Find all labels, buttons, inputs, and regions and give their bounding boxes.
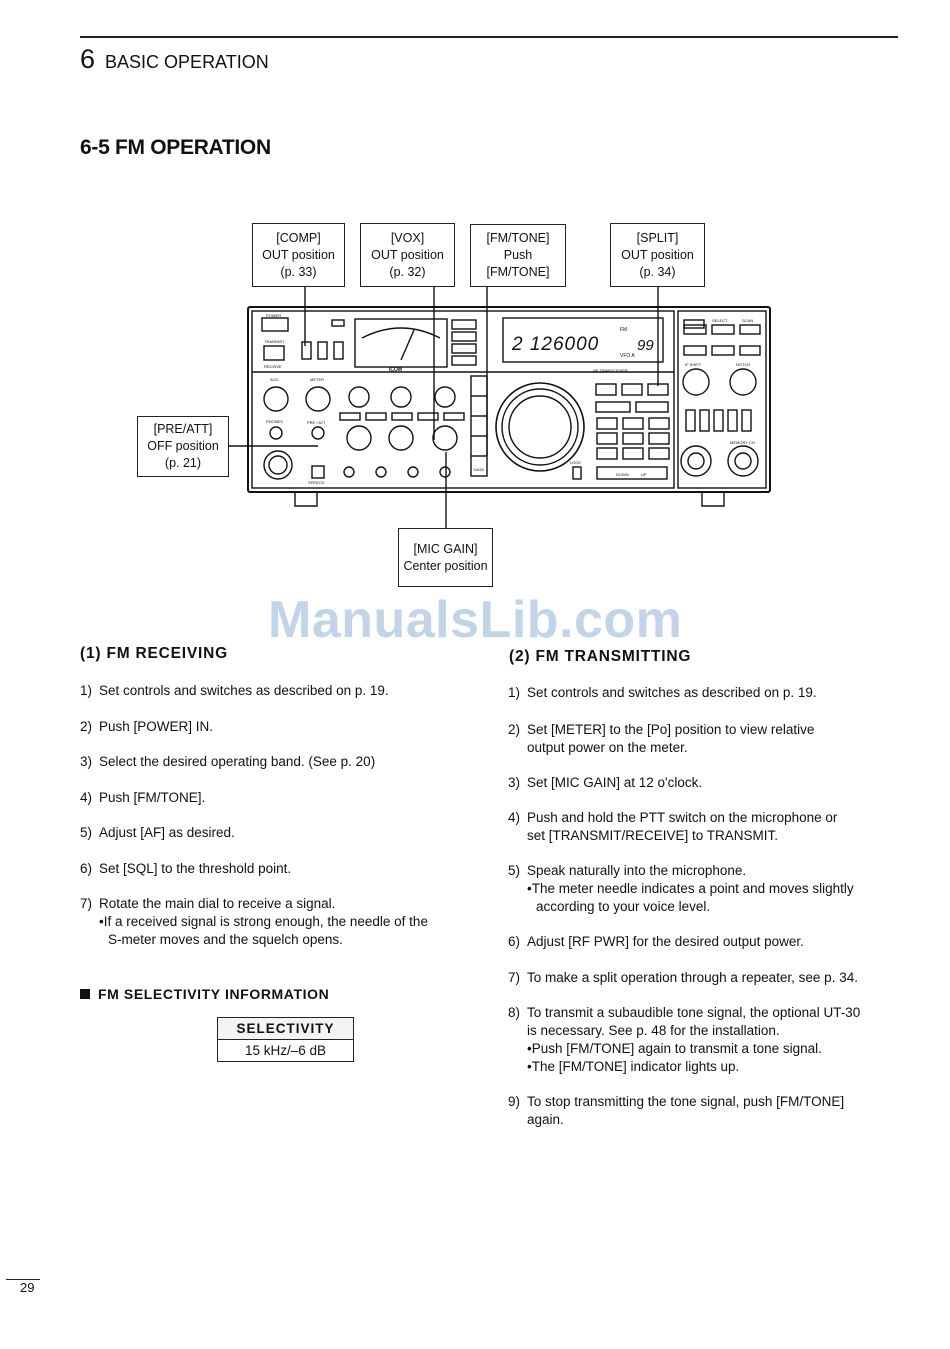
label-power: POWER (266, 313, 281, 318)
transceiver-diagram: 2 126000 99 FM VFO A ICOM HF TRANSCEIVER… (229, 287, 771, 528)
chapter-title: BASIC OPERATION (105, 52, 269, 72)
label-select: SELECT (712, 318, 728, 323)
display-vfo: VFO A (620, 353, 635, 359)
label-speech: SPEECH (308, 480, 325, 485)
label-phones: PHONES (266, 419, 283, 424)
callout-fm-tone: [FM/TONE] Push [FM/TONE] (470, 224, 566, 287)
transmitting-title: (2) FM TRANSMITTING (509, 648, 692, 665)
list-item: 8)To transmit a subaudible tone signal, … (508, 1005, 861, 1074)
label-notch: NOTCH (736, 362, 750, 367)
page-number: 29 (20, 1280, 35, 1295)
list-item: 6)Set [SQL] to the threshold point. (80, 861, 292, 876)
section-title: 6-5 FM OPERATION (80, 136, 271, 159)
callout-comp: [COMP] OUT position (p. 33) (252, 223, 345, 287)
label-pre-att: PRE / ATT (307, 420, 326, 425)
list-item: 3)Set [MIC GAIN] at 12 o'clock. (508, 775, 703, 790)
label-memory-ch: MEMORY CH (730, 440, 755, 445)
label-lock: LOCK (570, 460, 581, 465)
chapter-header: 6 BASIC OPERATION (80, 44, 269, 75)
brand-logo: ICOM (389, 367, 402, 373)
label-data: DATA (474, 467, 484, 472)
list-item: 3)Select the desired operating band. (Se… (80, 754, 376, 769)
selectivity-table: SELECTIVITY 15 kHz/–6 dB (217, 1017, 354, 1062)
label-receive: RECEIVE (264, 364, 282, 369)
list-item: 7)To make a split operation through a re… (508, 970, 858, 985)
display-frequency: 2 126000 (511, 334, 599, 355)
callout-pre-att: [PRE/ATT] OFF position (p. 21) (137, 416, 229, 477)
label-if-shift: IF SHIFT (685, 362, 702, 367)
label-scan: SCAN (742, 318, 753, 323)
display-channel: 99 (637, 337, 654, 354)
callout-split: [SPLIT] OUT position (p. 34) (610, 223, 705, 287)
list-item: 7)Rotate the main dial to receive a sign… (80, 896, 428, 947)
label-meter: METER (310, 377, 324, 382)
label-agc: AGC (270, 377, 279, 382)
watermark: ManualsLib.com (268, 591, 683, 649)
list-item: 4)Push [FM/TONE]. (80, 790, 206, 805)
label-hf-transceiver: HF TRANSCEIVER (593, 368, 628, 373)
selectivity-heading: FM SELECTIVITY INFORMATION (80, 986, 329, 1002)
black-square-icon (80, 989, 90, 999)
label-down: DOWN (616, 472, 629, 477)
receiving-title: (1) FM RECEIVING (80, 645, 229, 662)
selectivity-header-cell: SELECTIVITY (217, 1017, 354, 1040)
label-up: UP (641, 472, 647, 477)
page-number-rule (6, 1279, 40, 1280)
list-item: 1)Set controls and switches as described… (508, 685, 817, 700)
list-item: 5)Adjust [AF] as desired. (80, 825, 235, 840)
list-item: 2)Push [POWER] IN. (80, 719, 214, 734)
label-transmit: TRANSMIT (264, 339, 285, 344)
list-item: 6)Adjust [RF PWR] for the desired output… (508, 934, 804, 949)
list-item: 4)Push and hold the PTT switch on the mi… (508, 810, 838, 843)
callout-mic-gain: [MIC GAIN] Center position (398, 528, 493, 587)
list-item: 5)Speak naturally into the microphone. •… (508, 863, 854, 914)
header-rule (80, 36, 898, 38)
list-item: 1)Set controls and switches as described… (80, 683, 389, 698)
list-item: 2)Set [METER] to the [Po] position to vi… (508, 722, 815, 755)
display-mode-fm: FM (620, 327, 627, 333)
selectivity-value-cell: 15 kHz/–6 dB (217, 1039, 354, 1062)
callout-vox: [VOX] OUT position (p. 32) (360, 223, 455, 287)
list-item: 9)To stop transmitting the tone signal, … (508, 1094, 845, 1127)
chapter-number: 6 (80, 44, 96, 74)
